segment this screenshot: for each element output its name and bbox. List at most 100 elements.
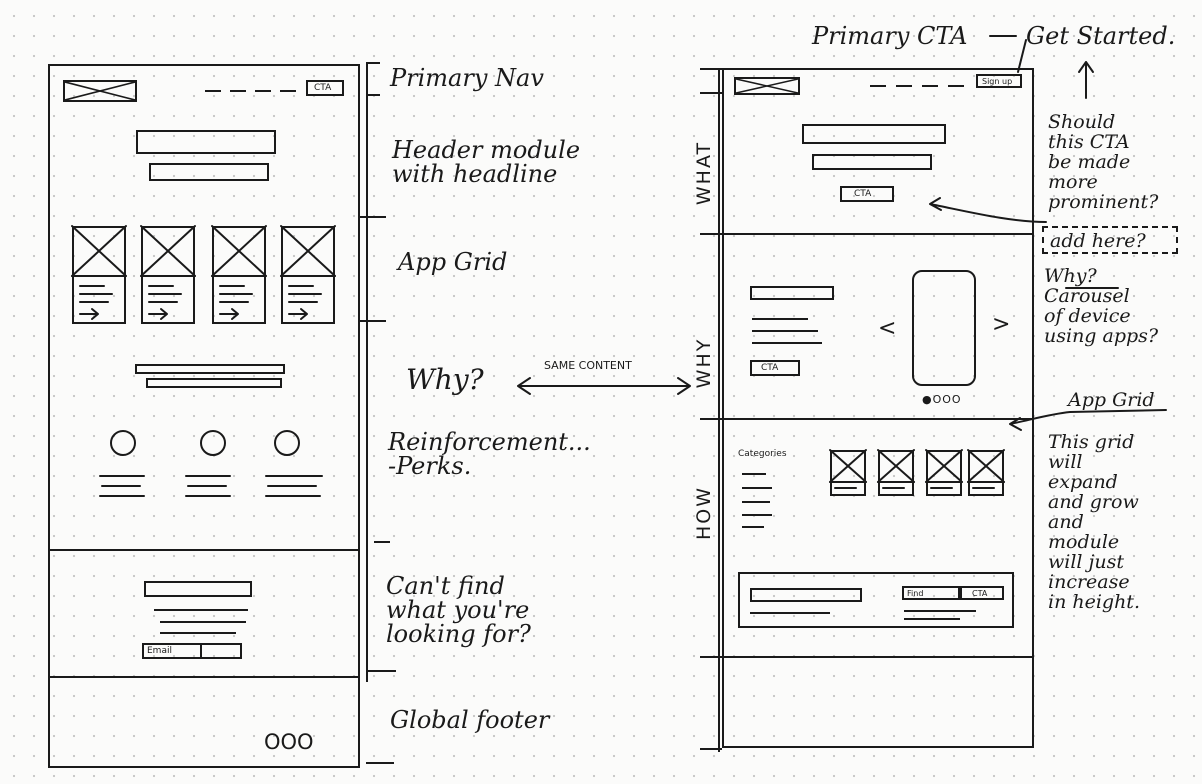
- note-why-carousel: Why? Carousel of device using apps?: [1044, 265, 1159, 347]
- right-section-divider-why: [700, 418, 1034, 420]
- right-banner-find-button[interactable]: Find: [902, 586, 960, 600]
- left-nav-cta-label: CTA: [314, 83, 332, 93]
- left-perk-icon: [110, 430, 136, 456]
- left-nav-logo: [63, 80, 137, 102]
- left-section-divider: [360, 320, 386, 322]
- right-nav-dash: [896, 85, 912, 87]
- right-category-item: [742, 473, 766, 475]
- right-hero-subheadline: [812, 154, 932, 170]
- left-margin-tick: [366, 762, 394, 764]
- left-perk-icon: [274, 430, 300, 456]
- left-nav-cta-button[interactable]: CTA: [306, 80, 344, 96]
- label-global-footer: Global footer: [390, 706, 550, 734]
- right-categories-label: Categories: [738, 449, 787, 459]
- right-category-item: [742, 526, 764, 528]
- left-app-card[interactable]: [281, 226, 335, 324]
- right-banner-cta-label: CTA: [972, 589, 988, 598]
- right-banner-find-label: Find: [907, 589, 924, 598]
- label-cant-find: Can't find what you're looking for?: [386, 572, 531, 648]
- left-wireframe-frame: [48, 64, 360, 768]
- right-why-text-line: [752, 330, 818, 332]
- left-app-card[interactable]: [212, 226, 266, 324]
- right-why-text-line: [752, 342, 822, 344]
- left-app-card[interactable]: [72, 226, 126, 324]
- right-hero-cta-button[interactable]: CTA: [840, 186, 894, 202]
- label-header-module: Header module with headline: [392, 136, 581, 188]
- left-headline-bar: [136, 130, 276, 154]
- right-nav-signup-button[interactable]: Sign up: [976, 74, 1022, 88]
- label-why: Why?: [406, 363, 484, 396]
- left-section-divider: [360, 216, 386, 218]
- right-nav-dash: [922, 85, 938, 87]
- carousel-pagination-dots[interactable]: ●OOO: [922, 393, 962, 406]
- left-nav-dash: [230, 90, 246, 92]
- left-cantfind-text-line: [154, 609, 248, 611]
- right-nav-dash: [948, 85, 964, 87]
- left-margin-tick: [366, 670, 396, 672]
- right-hero-cta-label: CTA: [854, 189, 872, 199]
- right-banner-text-line: [904, 618, 960, 620]
- label-primary-nav: Primary Nav: [390, 64, 544, 92]
- right-nav-signup-label: Sign up: [982, 77, 1013, 86]
- right-nav-dash: [870, 85, 886, 87]
- right-rail-tick: [700, 68, 722, 70]
- placeholder-x-icon: [65, 82, 135, 100]
- right-rail-tick: [700, 748, 722, 750]
- right-section-divider-what: [700, 233, 1034, 235]
- left-global-footer-divider: [48, 676, 360, 678]
- carousel-device-frame: [912, 270, 976, 386]
- right-app-card[interactable]: [968, 450, 1004, 496]
- right-app-card[interactable]: [830, 450, 866, 496]
- right-why-headline: [750, 286, 834, 300]
- right-app-card[interactable]: [926, 450, 962, 496]
- note-app-grid: App Grid: [1068, 389, 1155, 411]
- left-app-card[interactable]: [141, 226, 195, 324]
- note-get-started-arrow: [1078, 61, 1094, 99]
- left-cantfind-text-line: [160, 621, 246, 623]
- right-hero-headline: [802, 124, 946, 144]
- right-banner-text-line: [904, 610, 976, 612]
- note-add-here-box: add here?: [1042, 226, 1178, 254]
- right-category-item: [742, 501, 770, 503]
- left-annotation-rule: [366, 62, 368, 682]
- left-margin-tick: [366, 62, 380, 64]
- left-nav-dash: [280, 90, 296, 92]
- note-grid-expand: This grid will expand and grow and modul…: [1048, 431, 1140, 613]
- left-nav-dash: [205, 90, 221, 92]
- left-subheadline-bar: [149, 163, 269, 181]
- left-cantfind-text-line: [160, 632, 236, 634]
- right-banner-text-line: [750, 612, 830, 614]
- right-nav-logo: [734, 77, 800, 95]
- right-global-footer-divider: [700, 656, 1034, 658]
- carousel-next-chevron-icon[interactable]: >: [992, 312, 1011, 337]
- section-label-how: HOW: [693, 485, 715, 541]
- placeholder-x-icon: [736, 79, 798, 93]
- right-why-cta-button[interactable]: CTA: [750, 360, 800, 376]
- left-margin-tick: [366, 94, 380, 96]
- right-why-text-line: [752, 318, 808, 320]
- note-primary-cta: Primary CTA: [812, 22, 968, 50]
- left-email-submit-button[interactable]: [200, 643, 242, 659]
- note-get-started: Get Started.: [1026, 22, 1176, 50]
- label-same-content: SAME CONTENT: [544, 359, 632, 372]
- left-email-input[interactable]: Email: [142, 643, 202, 659]
- label-reinforcement-perks: Reinforcement... -Perks.: [388, 428, 591, 480]
- section-label-why: WHY: [693, 337, 715, 389]
- right-banner-input[interactable]: [750, 588, 862, 602]
- right-search-banner: [738, 572, 1014, 628]
- right-app-card[interactable]: [878, 450, 914, 496]
- same-content-double-arrow: [517, 377, 691, 395]
- right-category-item: [742, 514, 772, 516]
- section-label-what: WHAT: [693, 140, 715, 206]
- right-category-item: [742, 487, 772, 489]
- label-app-grid: App Grid: [398, 248, 508, 276]
- left-why-bar: [135, 364, 285, 374]
- right-why-cta-label: CTA: [761, 363, 779, 373]
- left-margin-tick: [374, 541, 390, 543]
- right-section-rail: [718, 68, 720, 752]
- right-banner-cta-button[interactable]: CTA: [960, 586, 1004, 600]
- carousel-prev-chevron-icon[interactable]: <: [878, 316, 897, 341]
- left-perk-icon: [200, 430, 226, 456]
- right-rail-tick: [700, 92, 722, 94]
- right-wireframe-frame: [722, 68, 1034, 748]
